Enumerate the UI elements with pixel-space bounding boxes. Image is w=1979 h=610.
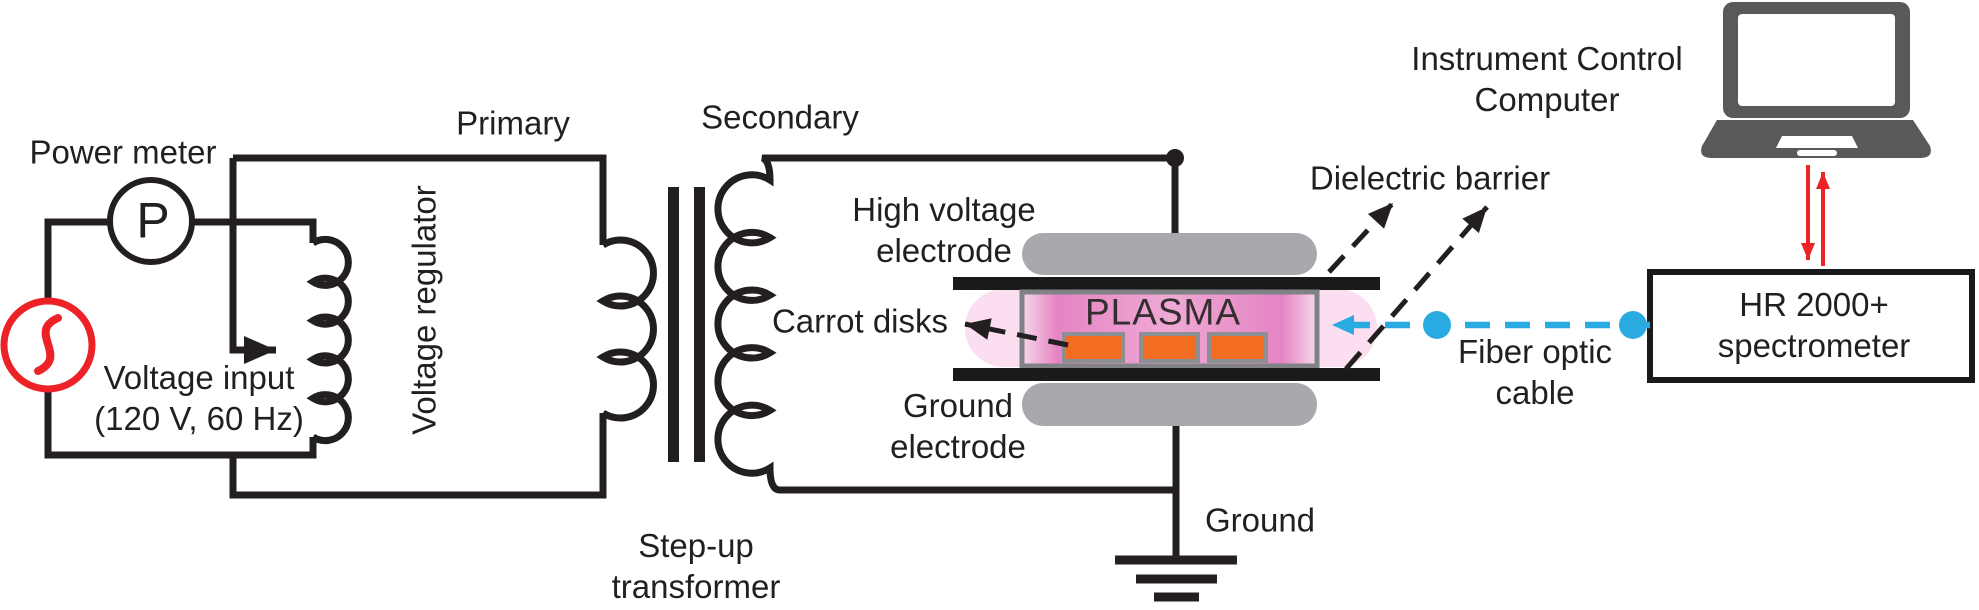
carrot-disk (1207, 332, 1268, 363)
dielectric-barrier-bottom (953, 368, 1380, 381)
high-voltage-electrode (1022, 233, 1317, 275)
secondary-label: Secondary (701, 98, 859, 136)
voltage-regulator-label: Voltage regulator (405, 185, 443, 435)
fiber-connector-dot (1619, 311, 1647, 339)
ground-electrode (1022, 383, 1317, 426)
transformer-core (668, 187, 705, 462)
power-meter-label: Power meter (29, 133, 217, 171)
spectrometer-box (1647, 269, 1975, 383)
wire-junction-dot (1166, 149, 1184, 167)
spectrometer-label: HR 2000+ spectrometer (1717, 286, 1911, 364)
fiber-connector-dot (1423, 311, 1451, 339)
dielectric-barrier-arrows (1327, 201, 1489, 371)
carrot-disks-label: Carrot disks (771, 302, 949, 340)
ground-label: Ground (1204, 501, 1316, 539)
data-link-arrows (1801, 165, 1830, 266)
primary-coil (596, 236, 657, 422)
secondary-coil (714, 154, 1176, 494)
fiber-optic-cable (1332, 311, 1650, 339)
ac-source-icon (0, 297, 96, 393)
earth-ground-icon (1115, 555, 1237, 602)
dielectric-barrier-label: Dielectric barrier (1309, 159, 1551, 197)
carrot-disk (1139, 332, 1200, 363)
fiber-optic-cable-label: Fiber optic cable (1457, 333, 1613, 411)
step-up-transformer-label: Step-up transformer (611, 527, 781, 605)
power-meter-symbol: P (136, 192, 170, 249)
voltage-regulator-coil (306, 235, 352, 445)
dielectric-barrier-top (953, 277, 1380, 290)
voltage-input-label: Voltage input (120 V, 60 Hz) (94, 359, 304, 437)
high-voltage-electrode-label: High voltage electrode (852, 191, 1036, 269)
carrot-disk (1062, 332, 1125, 363)
plasma-label: PLASMA (1084, 291, 1242, 333)
carrot-disks-leader-arrow (964, 318, 1069, 348)
carrot-disks (1062, 332, 1268, 363)
power-meter-icon (107, 177, 195, 265)
laptop-icon (1701, 2, 1931, 158)
ground-electrode-label: Ground electrode (890, 387, 1026, 465)
instrument-computer-label: Instrument Control Computer (1411, 40, 1683, 118)
primary-label: Primary (456, 104, 570, 142)
